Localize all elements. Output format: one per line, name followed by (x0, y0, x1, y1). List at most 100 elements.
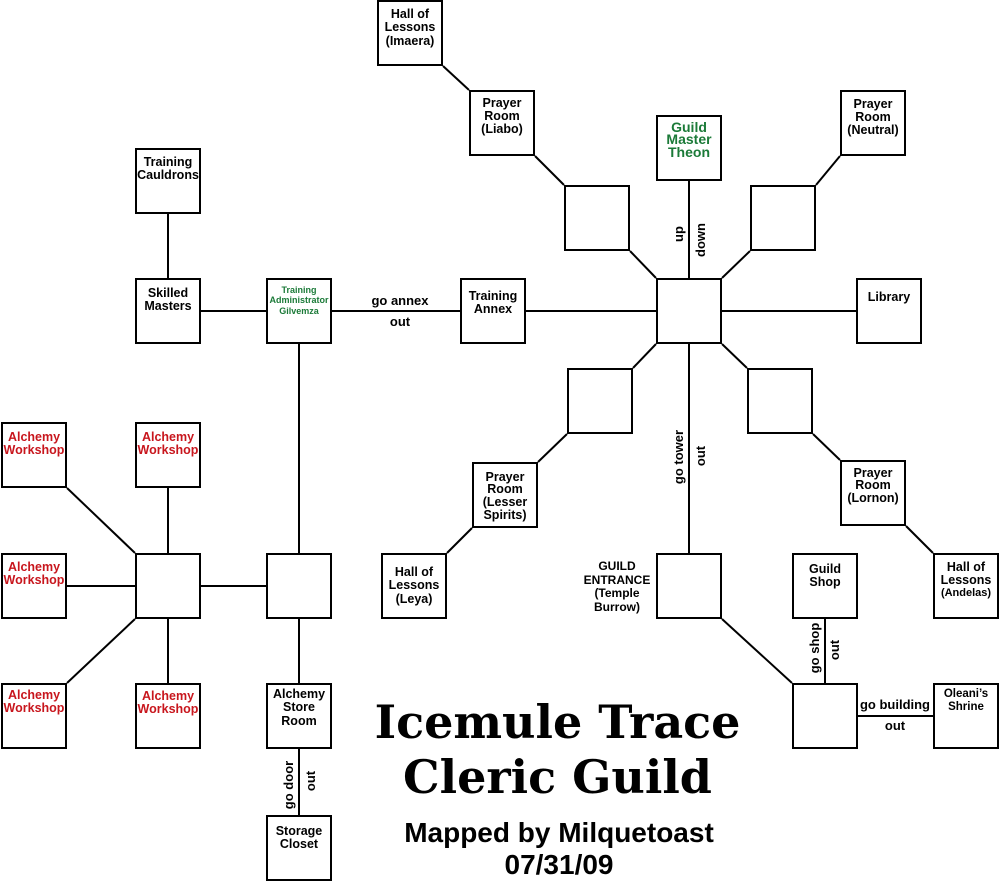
room-guild-shop: Guild Shop (792, 553, 858, 619)
room-label-line: Guild (671, 118, 707, 135)
room-prayer-room-liabo: Prayer Room (Liabo) (469, 90, 535, 156)
room-storage-closet: Storage Closet (266, 815, 332, 881)
room-central-hub (656, 278, 722, 344)
room-alchemy-workshop-northwest: Alchemy Workshop (1, 422, 67, 488)
room-label: Alchemy Workshop (3, 555, 65, 587)
room-label-line: Lessons (940, 572, 992, 587)
room-label: Alchemy Store Room (268, 685, 330, 728)
map-title-line-1: Icemule Trace (374, 695, 741, 749)
room-label-line: Cauldrons (137, 167, 199, 182)
room-label: Library (858, 280, 920, 304)
room-label: Prayer Room (Lesser Spirits) (474, 464, 536, 521)
connector-lornon-andelas (905, 525, 934, 554)
room-label: Hall of Lessons (Imaera) (379, 2, 441, 48)
room-label: Storage Closet (268, 817, 330, 851)
map-title-line-2: Cleric Guild (403, 750, 712, 804)
connector-alch-nw (66, 487, 136, 554)
room-unlabeled-shop-hub (792, 683, 858, 749)
exit-label-shop-out: out (827, 639, 842, 660)
room-label-line: Lessons (384, 20, 436, 34)
exit-label-go-building: go building (860, 697, 930, 712)
room-label: Training Administrator Gilvemza (268, 280, 330, 316)
room-guild-master-theon: Guild Master Theon (656, 115, 722, 181)
room-label-line: Guild (809, 561, 841, 576)
room-label-line: Prayer (482, 95, 522, 110)
exit-label-down: down (693, 223, 708, 257)
room-label-line: Shop (809, 574, 841, 589)
room-label-line: (Imaera) (385, 33, 435, 48)
map-credit: Mapped by Milquetoast (404, 817, 714, 848)
room-unlabeled-west-hub (266, 553, 332, 619)
room-label-line: Master (666, 131, 712, 148)
room-unlabeled-southwest (567, 368, 633, 434)
connector-entrance-shophub (721, 618, 793, 684)
room-unlabeled-northeast (750, 185, 816, 251)
map-date: 07/31/09 (504, 849, 614, 880)
room-label-line: Workshop (3, 700, 65, 715)
room-label: Guild Shop (794, 555, 856, 589)
room-label-line: (Neutral) (847, 122, 899, 137)
room-label-line: Workshop (3, 442, 65, 457)
room-label: Prayer Room (Neutral) (842, 92, 904, 137)
room-label-line: (Liabo) (481, 121, 523, 136)
room-label-line: ENTRANCE (583, 572, 651, 587)
room-label: Training Cauldrons (137, 150, 199, 182)
exit-label-up: up (671, 226, 686, 242)
room-label-line: Gilvemza (279, 305, 319, 316)
room-alchemy-workshop-southwest: Alchemy Workshop (1, 683, 67, 749)
connector-lesser-leya (446, 527, 473, 554)
room-label-line: Oleani’s (943, 687, 989, 700)
room-label-line: Alchemy (7, 429, 61, 444)
room-label-line: Room (281, 713, 317, 728)
room-label-line: Workshop (3, 572, 65, 587)
connector-imaera-liabo (442, 65, 470, 91)
room-label-line: Lessons (388, 578, 440, 592)
room-unlabeled-southeast (747, 368, 813, 434)
room-label-line: Library (867, 289, 911, 304)
exit-label-door-out: out (303, 770, 318, 791)
connector-sw-lesser (537, 433, 568, 463)
room-label-line: (Temple (594, 586, 640, 600)
room-label-line: Shrine (948, 700, 984, 713)
room-label-line: Training (143, 154, 193, 169)
room-unlabeled-alchemy-hub (135, 553, 201, 619)
room-label-line: Prayer (485, 469, 525, 484)
room-label: Guild Master Theon (658, 117, 720, 158)
connector-ne-neutral (815, 155, 841, 186)
room-label-line: Masters (144, 298, 192, 313)
room-label: Oleani’s Shrine (935, 685, 997, 714)
exit-label-building-out: out (885, 718, 906, 733)
connector-alch-sw (66, 618, 136, 684)
room-library: Library (856, 278, 922, 344)
connector-liabo-nw (534, 155, 565, 186)
room-label-line: Alchemy (7, 559, 61, 574)
room-label-line: Workshop (137, 701, 199, 716)
exit-label-go-annex: go annex (371, 293, 429, 308)
room-label-line: Prayer (853, 465, 893, 480)
room-label-line: Training (281, 284, 317, 295)
exit-label-go-shop: go shop (807, 623, 822, 674)
room-label-line: (Andelas) (940, 586, 992, 599)
room-label-line: Hall of (394, 564, 434, 579)
room-label: Hall of Lessons (Andelas) (935, 555, 997, 600)
connector-se-lornon (812, 433, 841, 461)
room-skilled-masters: Skilled Masters (135, 278, 201, 344)
exit-label-annex-out: out (390, 314, 411, 329)
room-hall-of-lessons-imaera: Hall of Lessons (Imaera) (377, 0, 443, 66)
room-prayer-room-lornon: Prayer Room (Lornon) (840, 460, 906, 526)
room-label-line: Room (487, 482, 523, 497)
room-label-line: Hall of (946, 559, 986, 574)
room-label-line: Alchemy (272, 686, 326, 701)
room-label: Alchemy Workshop (137, 685, 199, 716)
room-label-line: Annex (473, 301, 513, 316)
room-label-line: Room (855, 478, 891, 493)
room-training-cauldrons: Training Cauldrons (135, 148, 201, 214)
room-label-line: Spirits) (483, 507, 527, 522)
room-label-line: Room (855, 109, 891, 124)
room-label-line: Store (283, 700, 315, 714)
room-label-line: Hall of (390, 6, 430, 21)
connector-center-se (721, 343, 748, 369)
room-hall-of-lessons-leya: Hall of Lessons (Leya) (381, 553, 447, 619)
room-prayer-room-neutral: Prayer Room (Neutral) (840, 90, 906, 156)
